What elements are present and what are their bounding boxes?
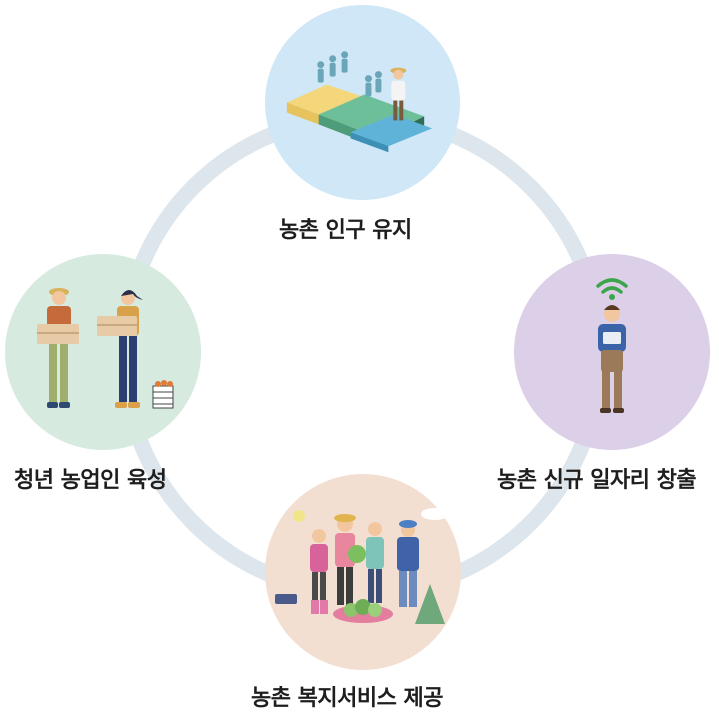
- node-population: [265, 5, 460, 200]
- node-label-young-farmers: 청년 농업인 육성: [14, 468, 167, 493]
- population-icon: [286, 51, 433, 153]
- node-label-welfare: 농촌 복지서비스 제공: [251, 686, 443, 711]
- young-farmers-icon: [37, 288, 174, 409]
- node-young-farmers: [5, 254, 201, 450]
- worker-wifi-icon: [596, 278, 628, 413]
- farmers-group-icon: [275, 508, 449, 624]
- node-welfare: [265, 474, 461, 670]
- node-label-jobs: 농촌 신규 일자리 창출: [497, 468, 697, 493]
- node-jobs: [514, 254, 710, 450]
- node-label-population: 농촌 인구 유지: [279, 218, 412, 243]
